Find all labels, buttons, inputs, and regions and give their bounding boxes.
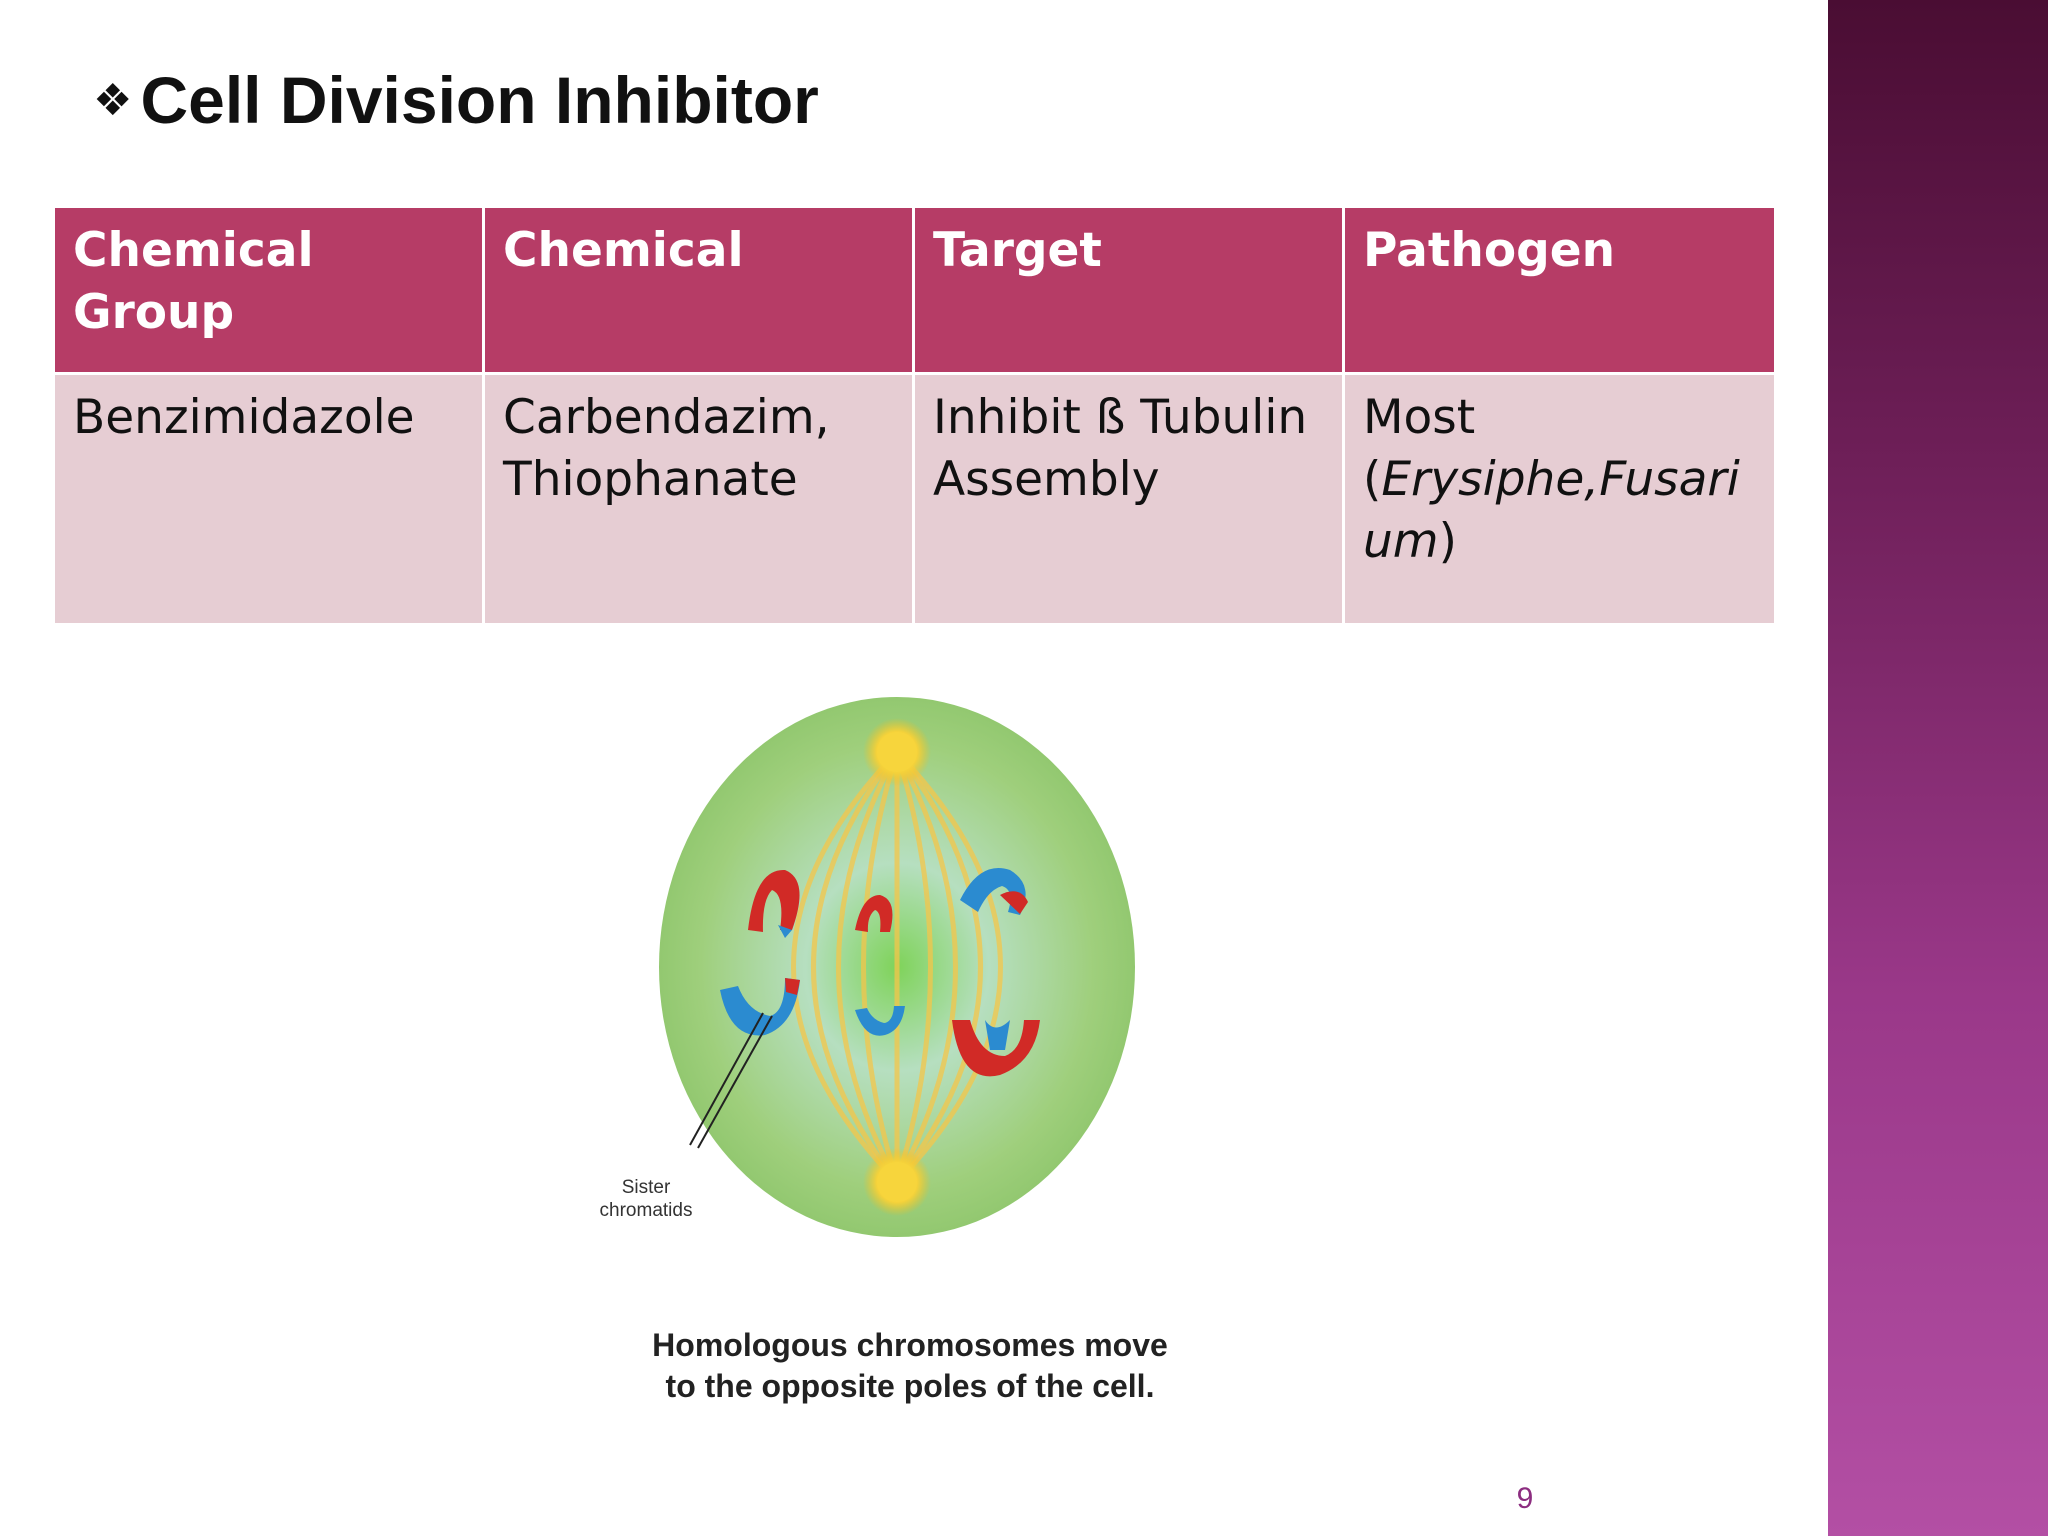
cell-group-text: Benzimidazole (73, 390, 415, 445)
spindle-pole-top (863, 718, 931, 786)
spindle-pole-bottom (863, 1148, 931, 1216)
chromosomes-lower (720, 978, 1040, 1077)
header-target: Target (912, 205, 1345, 375)
chromosomes-upper (748, 868, 1028, 938)
cell-pathogen-genera-cont: um (1363, 514, 1439, 569)
cell-chemical-line2: Thiophanate (503, 452, 798, 507)
caption-line1: Homologous chromosomes move (652, 1327, 1168, 1363)
cell-pathogen-close: ) (1438, 514, 1457, 569)
table-row: Benzimidazole Carbendazim, Thiophanate I… (52, 372, 1777, 626)
slide-title-text: Cell Division Inhibitor (140, 63, 819, 137)
header-chemical: Chemical (482, 205, 915, 375)
fungicide-table: Chemical Group Chemical Target Pathogen … (52, 205, 1777, 626)
figure-caption: Homologous chromosomes move to the oppos… (560, 1325, 1260, 1407)
cell-pathogen-genera: Erysiphe,Fusari (1381, 452, 1740, 507)
cell-chemical-line1: Carbendazim, (503, 390, 830, 445)
decorative-side-band (1828, 0, 2048, 1536)
diamond-bullet-icon: ❖ (93, 74, 133, 126)
cell-chemical-group: Benzimidazole (52, 372, 485, 626)
spindle-fibers (791, 750, 1003, 1184)
caption-line2: to the opposite poles of the cell. (665, 1368, 1155, 1404)
page-number: 9 (1516, 1482, 1534, 1515)
table-header-row: Chemical Group Chemical Target Pathogen (52, 205, 1777, 375)
cell-division-illustration: Sister chromatids (600, 697, 1135, 1237)
cell-chemical: Carbendazim, Thiophanate (482, 372, 915, 626)
label-chromatids: chromatids (600, 1200, 693, 1221)
slide-title: ❖ Cell Division Inhibitor (93, 62, 819, 138)
header-chemical-group: Chemical Group (52, 205, 485, 375)
cell-pathogen-line1: Most (1363, 390, 1476, 445)
cell-pathogen-open: ( (1363, 452, 1382, 507)
cell-target: Inhibit ß Tubulin Assembly (912, 372, 1345, 626)
label-sister: Sister (622, 1177, 671, 1198)
header-pathogen: Pathogen (1342, 205, 1777, 375)
label-pointer-lines (689, 1012, 773, 1149)
cell-target-line2: Assembly (933, 452, 1160, 507)
cell-pathogen: Most (Erysiphe,Fusari um) (1342, 372, 1777, 626)
cell-target-line1: Inhibit ß Tubulin (933, 390, 1308, 445)
